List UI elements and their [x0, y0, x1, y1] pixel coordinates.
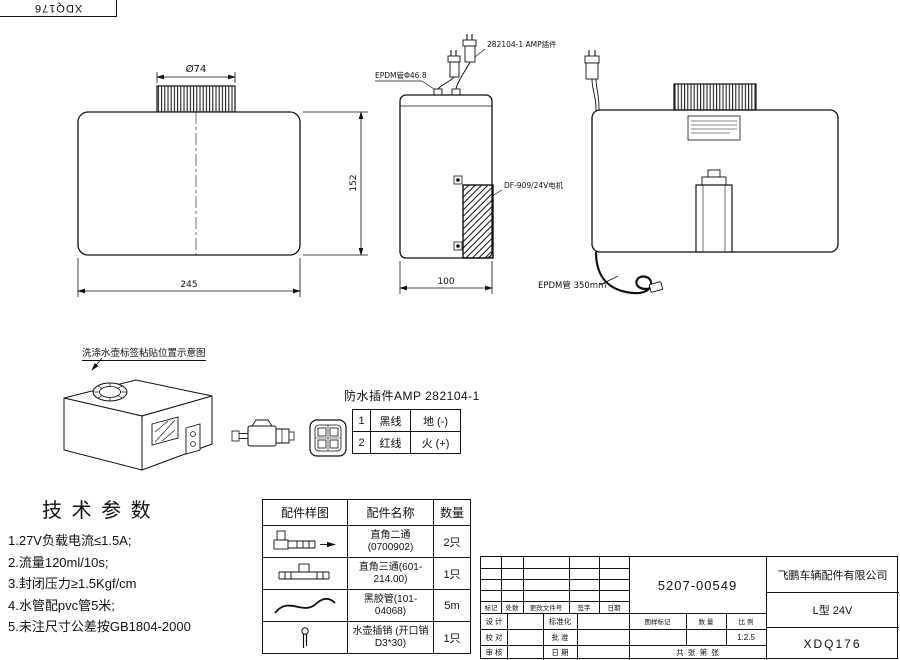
iso-cap: [92, 382, 128, 402]
tube-end-fitting: [648, 281, 664, 293]
part-sample-cell: [262, 557, 348, 590]
part-name: 直角三通(601-214.00): [347, 557, 434, 590]
label-design: 设 计: [485, 616, 503, 626]
rev-col-count: 处数: [505, 605, 519, 612]
amp-plug-label: 282104-1 AMP插件: [487, 39, 557, 49]
part-name: 直角二通(0700902): [347, 525, 434, 558]
model-name: L型 24V: [812, 604, 853, 617]
pump-cylinder: [695, 169, 733, 253]
amp-plug-icon: [584, 50, 600, 80]
part-name: 黑胶管(101-04068): [347, 589, 434, 622]
table-row: 1 黑线 地 (-): [352, 409, 461, 432]
drawing-number: 5207-00549: [657, 577, 738, 593]
sticker-position: [151, 416, 179, 446]
frame-corner-label: XDQ176: [0, 0, 117, 17]
table-header-row: 配件样图 配件名称 数量: [262, 499, 471, 526]
wire: [437, 76, 455, 90]
epdm-pipe-label: EPDM管Φ46.8: [375, 70, 427, 80]
tech-param-item: 4.水管配pvc管5米;: [8, 597, 115, 613]
label-quantity: 数 量: [698, 619, 714, 626]
col-name: 配件名称: [347, 499, 434, 526]
label-date: 日 期: [551, 648, 569, 657]
wire: [455, 61, 471, 90]
pin-number: 1: [352, 409, 371, 432]
part-qty: 5m: [433, 589, 471, 622]
tech-params: 技 术 参 数 1.27V负载电流≤1.5A; 2.流量120ml/10s; 3…: [8, 494, 266, 638]
part-qty: 1只: [433, 557, 471, 590]
label-check: 校 对: [485, 632, 503, 642]
label-drawing-mark: 图样标记: [644, 619, 671, 626]
cap-knurl: [156, 85, 236, 113]
plug-title: 防水插件AMP 282104-1: [344, 389, 480, 403]
amp-plug-icon: [447, 34, 477, 78]
table-row: 直角二通(0700902) 2只: [262, 525, 471, 558]
pump-motor: [462, 184, 494, 259]
part-sample-cell: [262, 621, 348, 654]
tech-param-item: 1.27V负载电流≤1.5A;: [8, 533, 132, 548]
dim-cap-diameter: Ø74: [186, 63, 207, 75]
pinout-table: 1 黑线 地 (-) 2 红线 火 (+): [352, 409, 461, 454]
label-scale: 比 例: [738, 619, 754, 626]
table-row: 2 红线 火 (+): [352, 431, 461, 454]
name-plate: [687, 115, 741, 141]
rev-col-sign: 签字: [577, 605, 591, 612]
dim-height: 152: [349, 174, 359, 191]
rev-col-docno: 更改文件号: [529, 605, 563, 612]
dim-side-width: 100: [437, 277, 454, 287]
wire: [595, 78, 600, 252]
part-name: 水壶插销 (开口销 D3*30): [347, 621, 434, 654]
wire: [591, 78, 597, 252]
part-sample-cell: [262, 525, 348, 558]
plug-front-view: [309, 419, 347, 457]
tech-param-item: 3.封闭压力≥1.5Kgf/cm: [8, 576, 137, 591]
tee-fitting-icon: [278, 563, 330, 579]
dim-width: 245: [180, 280, 197, 290]
part-qty: 1只: [433, 621, 471, 654]
part-sample-cell: [262, 589, 348, 622]
part-code: XDQ176: [803, 636, 862, 651]
scale-value: 1:2.5: [737, 632, 755, 642]
cap-knurl: [673, 83, 757, 111]
wire-color: 红线: [370, 431, 411, 454]
cotter-pin-icon: [301, 626, 309, 648]
company-name: 飞鹏车辆配件有限公司: [777, 569, 888, 582]
wire-color: 黑线: [370, 409, 411, 432]
pin-number: 2: [352, 431, 371, 454]
table-row: 黑胶管(101-04068) 5m: [262, 589, 471, 622]
part-qty: 2只: [433, 525, 471, 558]
table-row: 水壶插销 (开口销 D3*30) 1只: [262, 621, 471, 654]
rear-view: EPDM管 350mm: [538, 50, 839, 295]
front-view: Ø74 152 245: [77, 63, 368, 297]
frame-corner-text: XDQ176: [33, 2, 83, 14]
hose-icon: [274, 597, 336, 614]
wire-polarity: 火 (+): [410, 431, 461, 454]
title-block: 标记 处数 更改文件号 签字 日期 设 计 标准化 校 对 批 准 审 核 日 …: [480, 556, 899, 660]
mounting-bracket: [185, 423, 201, 455]
rev-col-date: 日期: [607, 605, 621, 612]
col-sample: 配件样图: [262, 499, 348, 526]
plug-side-view: [231, 419, 295, 447]
label-standardize: 标准化: [548, 616, 572, 626]
tech-param-item: 2.流量120ml/10s;: [8, 554, 109, 570]
label-review: 审 核: [485, 648, 503, 657]
table-row: 直角三通(601-214.00) 1只: [262, 557, 471, 590]
parts-table: 配件样图 配件名称 数量 直角二通(0700902) 2只: [262, 499, 471, 654]
col-qty: 数量: [433, 499, 471, 526]
motor-label: DF-909/24V电机: [504, 180, 564, 190]
label-approve: 批 准: [551, 632, 569, 642]
tech-param-item: 5.未注尺寸公差按GB1804-2000: [8, 619, 191, 634]
sheet-count: 共 张 第 张: [676, 648, 719, 657]
tech-params-title: 技 术 参 数: [42, 500, 153, 522]
wire-polarity: 地 (-): [410, 409, 461, 432]
rev-col-mark: 标记: [484, 605, 498, 612]
iso-view: [63, 357, 213, 471]
epdm-tube-label: EPDM管 350mm: [538, 280, 606, 291]
iso-caption: 洗涤水壶标签粘贴位置示意图: [82, 345, 206, 361]
tank-body-front: [77, 111, 301, 256]
side-view: 282104-1 AMP插件 EPDM管Φ46.8 DF-909/24V电机 1…: [375, 34, 564, 294]
elbow-fitting-icon: [273, 530, 336, 549]
plug-detail: [231, 419, 347, 457]
